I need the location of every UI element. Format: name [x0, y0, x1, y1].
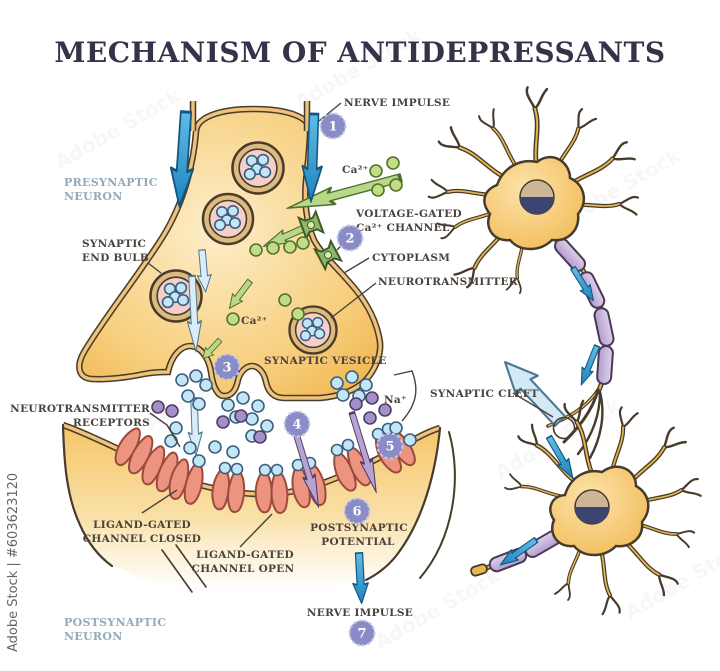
svg-text:6: 6 — [352, 505, 361, 520]
svg-text:CHANNEL CLOSED: CHANNEL CLOSED — [83, 533, 201, 545]
label-postsynaptic-potential: POSTSYNAPTIC — [310, 522, 408, 534]
svg-text:2: 2 — [345, 232, 354, 247]
svg-text:7: 7 — [357, 627, 366, 642]
svg-text:4: 4 — [292, 418, 301, 433]
cleft-neurotransmitter-dots — [164, 369, 417, 468]
svg-text:END BULB: END BULB — [82, 252, 149, 264]
label-ca-top: Ca²⁺ — [342, 164, 369, 176]
step-badge-6: 6 — [343, 497, 371, 525]
label-nerve-impulse-top: NERVE IMPULSE — [344, 97, 450, 109]
svg-text:Ca²⁺ CHANNEL: Ca²⁺ CHANNEL — [356, 222, 450, 234]
step-badge-1: 1 — [319, 112, 347, 140]
step-badges: 1 2 3 4 5 6 7 — [213, 112, 404, 647]
step-badge-4: 4 — [283, 410, 311, 438]
label-nerve-impulse-bottom: NERVE IMPULSE — [307, 607, 413, 619]
svg-text:CHANNEL OPEN: CHANNEL OPEN — [192, 563, 295, 575]
sodium-ion-dots — [151, 391, 392, 444]
label-neurotransmitter-receptors: NEUROTRANSMITTER — [10, 403, 150, 415]
label-synaptic-cleft: SYNAPTIC CLEFT — [430, 388, 539, 400]
label-cytoplasm: CYTOPLASM — [372, 252, 450, 264]
label-ca-mid: Ca²⁺ — [241, 315, 268, 327]
leader-lines — [141, 102, 554, 548]
stock-id-watermark: Adobe Stock | #603623120 — [6, 473, 21, 652]
step-badge-3: 3 — [213, 353, 241, 381]
label-presynaptic-neuron: PRESYNAPTIC — [64, 176, 158, 189]
label-voltage-gated-channel: VOLTAGE-GATED — [355, 208, 462, 220]
upper-neuron — [429, 87, 638, 460]
label-postsynaptic-neuron: POSTSYNAPTIC — [64, 616, 166, 629]
svg-text:3: 3 — [222, 361, 231, 376]
svg-text:Adobe Stock: Adobe Stock — [51, 83, 186, 175]
label-na: Na⁺ — [384, 394, 407, 406]
svg-text:5: 5 — [385, 440, 394, 455]
svg-text:1: 1 — [328, 120, 337, 135]
synapse-marker-circle — [552, 416, 576, 440]
label-synaptic-end-bulb: SYNAPTIC — [82, 238, 146, 250]
label-ligand-gated-closed: LIGAND-GATED — [93, 519, 191, 531]
label-ligand-gated-open: LIGAND-GATED — [196, 549, 294, 561]
svg-text:POTENTIAL: POTENTIAL — [321, 536, 395, 548]
label-synaptic-vesicle: SYNAPTIC VESICLE — [264, 355, 387, 367]
receptor-open — [208, 466, 249, 515]
continuation-marks — [161, 544, 207, 593]
step-badge-7: 7 — [348, 619, 376, 647]
vesicle — [201, 192, 255, 246]
bound-neurotransmitter-dots — [218, 422, 395, 477]
page-title: MECHANISM OF ANTIDEPRESSANTS — [54, 36, 665, 69]
step-badge-2: 2 — [336, 224, 364, 252]
vesicle — [231, 141, 285, 195]
membrane-fold-arc — [419, 431, 456, 579]
svg-text:RECEPTORS: RECEPTORS — [73, 417, 150, 429]
svg-text:NEURON: NEURON — [64, 190, 123, 203]
step-badge-5: 5 — [376, 432, 404, 460]
svg-text:NEURON: NEURON — [64, 630, 123, 643]
labels: NERVE IMPULSE PRESYNAPTIC NEURON Ca²⁺ VO… — [10, 97, 539, 643]
calcium-pathway — [198, 156, 405, 363]
label-neurotransmitter: NEUROTRANSMITTER — [378, 276, 518, 288]
